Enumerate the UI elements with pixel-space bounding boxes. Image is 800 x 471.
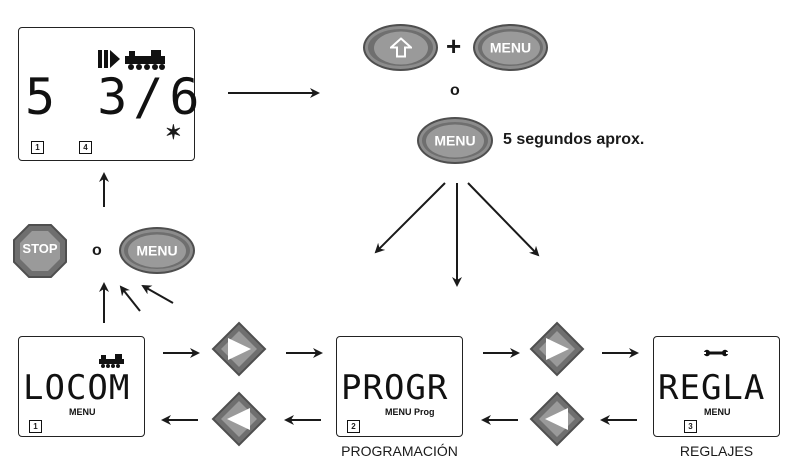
arrow-fan-right bbox=[467, 182, 540, 257]
five-seconds-text: 5 segundos aprox. bbox=[503, 131, 645, 148]
arrow-fan-left bbox=[374, 182, 446, 254]
locomotive-icon bbox=[99, 354, 124, 368]
lcd-locom-index: 1 bbox=[29, 420, 42, 433]
lcd-top-index-left: 1 bbox=[31, 141, 44, 154]
menu-button-left[interactable]: MENU bbox=[119, 227, 195, 274]
lcd-locom-display: LOCOM MENU 1 bbox=[18, 336, 145, 437]
shift-arrow-icon bbox=[389, 37, 412, 58]
nav-right-diamond-icon-1 bbox=[211, 321, 267, 377]
lcd-top-display: 5 3/6 ✶ 1 4 bbox=[18, 27, 200, 161]
lcd-top-digits: 5 3/6 bbox=[25, 68, 206, 126]
lcd-locom-text: LOCOM bbox=[23, 368, 131, 408]
lcd-regla-index: 3 bbox=[684, 420, 697, 433]
locomotive-icon bbox=[125, 50, 165, 70]
wrench-icon bbox=[704, 349, 728, 357]
nav-right-diamond-icon-2 bbox=[529, 321, 585, 377]
lcd-regla-sub: MENU bbox=[704, 407, 731, 417]
stop-button[interactable]: STOP bbox=[22, 241, 58, 256]
direction-play-icon bbox=[98, 50, 120, 68]
menu-button-left-label: MENU bbox=[136, 242, 178, 259]
menu-button-hold[interactable]: MENU bbox=[417, 117, 493, 164]
lcd-regla-display: REGLA MENU 3 bbox=[653, 336, 780, 437]
lcd-top-index-right: 4 bbox=[79, 141, 92, 154]
stop-button-shape bbox=[13, 224, 67, 278]
progr-caption: PROGRAMACIÓN bbox=[341, 443, 458, 459]
menu-button-top-label: MENU bbox=[489, 39, 532, 56]
lcd-progr-sub: MENU Prog bbox=[385, 407, 435, 417]
plus-sign: + bbox=[446, 31, 462, 61]
lcd-progr-display: PROGR MENU Prog 2 bbox=[336, 336, 463, 437]
menu-button-top[interactable]: MENU bbox=[473, 24, 548, 71]
lcd-locom-sub: MENU bbox=[69, 407, 96, 417]
nav-left-diamond-icon-2 bbox=[529, 391, 585, 447]
or-text-left: o bbox=[92, 242, 102, 259]
arrow-diag-1 bbox=[119, 285, 141, 312]
nav-left-diamond-icon-1 bbox=[211, 391, 267, 447]
lcd-regla-text: REGLA bbox=[658, 368, 766, 408]
lcd-progr-text: PROGR bbox=[341, 368, 449, 408]
menu-button-hold-label: MENU bbox=[434, 132, 476, 149]
lcd-progr-index: 2 bbox=[347, 420, 360, 433]
shift-button[interactable] bbox=[363, 24, 438, 71]
or-text-top: o bbox=[450, 82, 460, 99]
asterisk-icon: ✶ bbox=[165, 122, 182, 144]
regla-caption: REGLAJES bbox=[679, 443, 754, 459]
arrow-diag-2 bbox=[141, 285, 174, 304]
